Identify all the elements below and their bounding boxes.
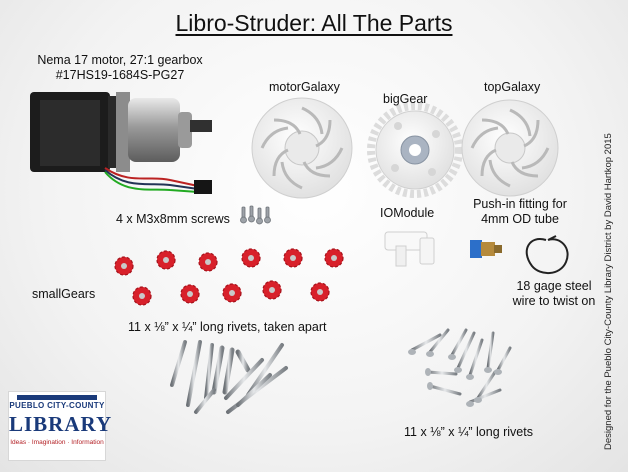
io-module-part [384,231,435,267]
credit-text: Designed for the Pueblo City-County Libr… [603,133,614,450]
logo-line1: PUEBLO CITY-COUNTY [9,401,105,410]
rivets-taken-apart [170,340,288,414]
wire-label: 18 gage steel wire to twist on [504,279,604,309]
motor-galaxy-label: motorGalaxy [269,80,340,94]
small-gears [114,248,344,306]
wire-label-line2: wire to twist on [512,294,596,308]
io-module-label: IOModule [380,206,435,220]
logo-line2: LIBRARY [9,412,113,436]
rivets-label: 11 x ⅛” x ¼” long rivets [404,425,533,439]
push-in-fitting [470,240,502,258]
screws [240,205,271,225]
screws-label: 4 x M3x8mm screws [116,212,230,226]
library-logo: PUEBLO CITY-COUNTY LIBRARY Ideas · Imagi… [8,391,113,461]
motor-label-line1: Nema 17 motor, 27:1 gearbox [37,53,203,67]
motor-label: Nema 17 motor, 27:1 gearbox #17HS19-1684… [30,53,210,83]
push-in-label-line2: 4mm OD tube [481,212,559,226]
push-in-label: Push-in fitting for 4mm OD tube [458,197,582,227]
wire-label-line1: 18 gage steel [516,279,592,293]
big-gear-part [367,102,463,198]
push-in-label-line1: Push-in fitting for [473,197,567,211]
steel-wire [525,235,569,274]
top-galaxy-label: topGalaxy [484,80,541,94]
motor-label-line2: #17HS19-1684S-PG27 [55,68,185,82]
small-gears-label: smallGears [32,287,96,301]
page-title: Libro-Struder: All The Parts [175,10,453,36]
motor-galaxy-part [251,97,353,199]
assembled-rivets [408,328,512,407]
big-gear-label: bigGear [383,92,428,106]
logo-tagline: Ideas · Imagination · Information [10,439,104,446]
top-galaxy-part [461,99,559,197]
rivets-apart-label: 11 x ⅛” x ¼” long rivets, taken apart [128,320,327,334]
nema17-motor [30,92,212,194]
logo-bar [17,395,97,400]
